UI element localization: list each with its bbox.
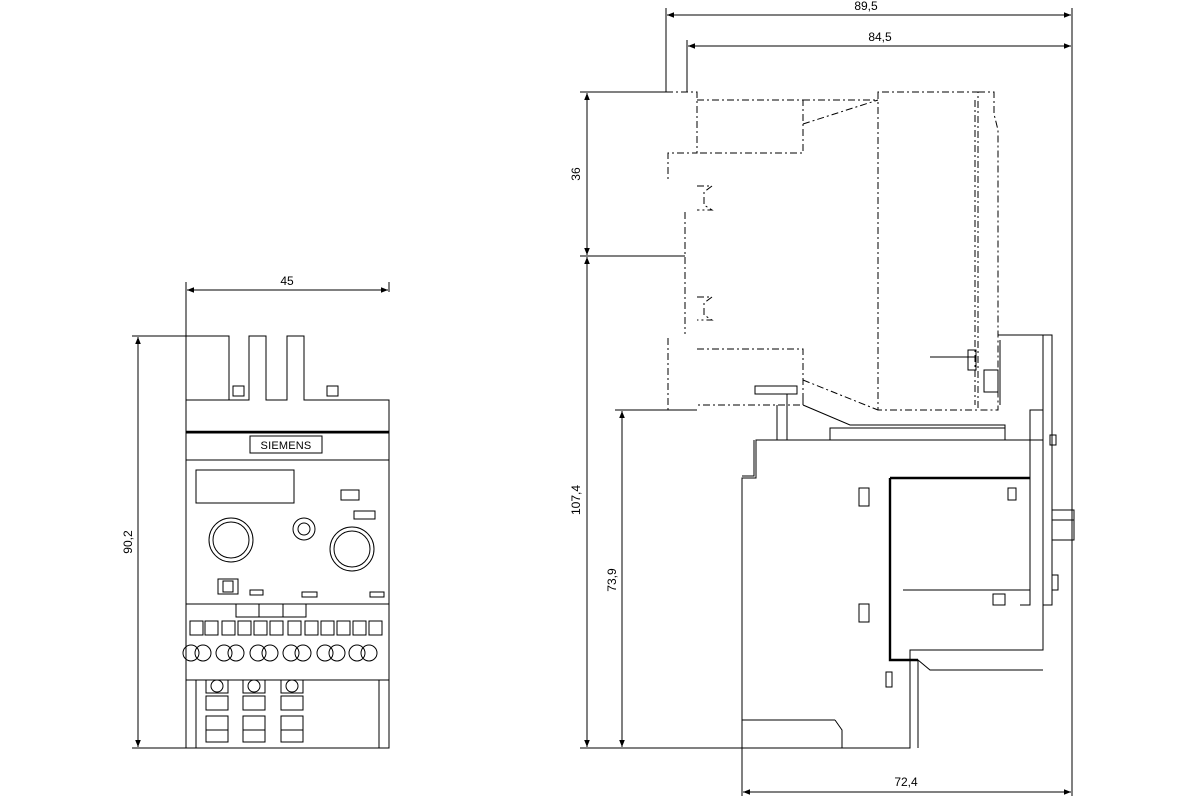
- terminal-screw: [352, 620, 367, 636]
- dimension-label-depth-from-rail: 84,5: [868, 30, 892, 44]
- reset-switch: [217, 578, 239, 595]
- terminal-clamp: [348, 644, 378, 662]
- dimension-height-107-4: 107,4: [569, 257, 742, 749]
- terminal-screw: [336, 620, 351, 636]
- terminal-screw: [189, 620, 204, 636]
- front-view: 45 90,2 SIEMENS: [121, 274, 390, 749]
- label-slot: [353, 510, 376, 520]
- dimension-base-72-4: 72,4: [741, 748, 1071, 796]
- dimension-label-width: 45: [280, 274, 294, 288]
- terminal-clamp: [215, 644, 245, 662]
- side-view: 89,5 84,5 36 107,4 73,9 72,4: [569, 0, 1075, 796]
- terminal-screw: [368, 620, 383, 636]
- dimension-height-36: 36: [569, 91, 685, 257]
- terminal-screw: [320, 620, 335, 636]
- bottom-terminal: [242, 679, 266, 743]
- terminal-screw: [287, 620, 302, 636]
- bottom-terminal-group: [205, 679, 304, 743]
- coupling-plate: [754, 334, 1044, 441]
- dimension-width-45: 45: [185, 274, 390, 336]
- terminal-label-strip: [235, 603, 307, 618]
- bottom-terminal: [205, 679, 229, 743]
- dimension-label-base-depth: 72,4: [894, 775, 918, 789]
- terminal-screw: [269, 620, 284, 636]
- dimension-label-top-section: 36: [569, 167, 583, 181]
- dimension-label-lower-height: 73,9: [605, 568, 619, 592]
- dimension-depth-89-5: 89,5: [665, 0, 1073, 796]
- dimension-height-90-2: 90,2: [121, 335, 186, 749]
- dimension-label-overall-depth: 89,5: [854, 0, 878, 13]
- brand-label-frame: [249, 435, 323, 454]
- overload-relay-body: [741, 334, 1075, 749]
- terminal-clamp: [282, 644, 312, 662]
- terminal-clamp-row: [182, 644, 378, 662]
- terminal-screw-row: [189, 620, 383, 636]
- contactor-outline-phantom: [666, 91, 999, 411]
- terminal-screw: [221, 620, 236, 636]
- dial-knob-left: [208, 517, 254, 563]
- test-button: [292, 517, 316, 541]
- terminal-screw: [237, 620, 252, 636]
- terminal-screw: [204, 620, 219, 636]
- led-indicator: [340, 489, 360, 501]
- terminal-screw: [253, 620, 268, 636]
- display-window: [195, 469, 295, 504]
- dimension-label-height: 90,2: [121, 530, 135, 554]
- terminal-clamp: [182, 644, 212, 662]
- front-housing: SIEMENS: [182, 432, 390, 749]
- top-terminal-block: [185, 335, 390, 434]
- dimension-depth-84-5: 84,5: [686, 30, 1071, 92]
- dimension-label-total-height: 107,4: [569, 485, 583, 515]
- bottom-terminal: [280, 679, 304, 743]
- terminal-clamp: [249, 644, 279, 662]
- terminal-screw: [304, 620, 319, 636]
- dial-knob-right: [329, 526, 375, 572]
- brand-label: SIEMENS: [261, 440, 312, 452]
- dimension-height-73-9: 73,9: [605, 409, 697, 747]
- side-knob: [1051, 509, 1075, 541]
- terminal-clamp: [316, 644, 346, 662]
